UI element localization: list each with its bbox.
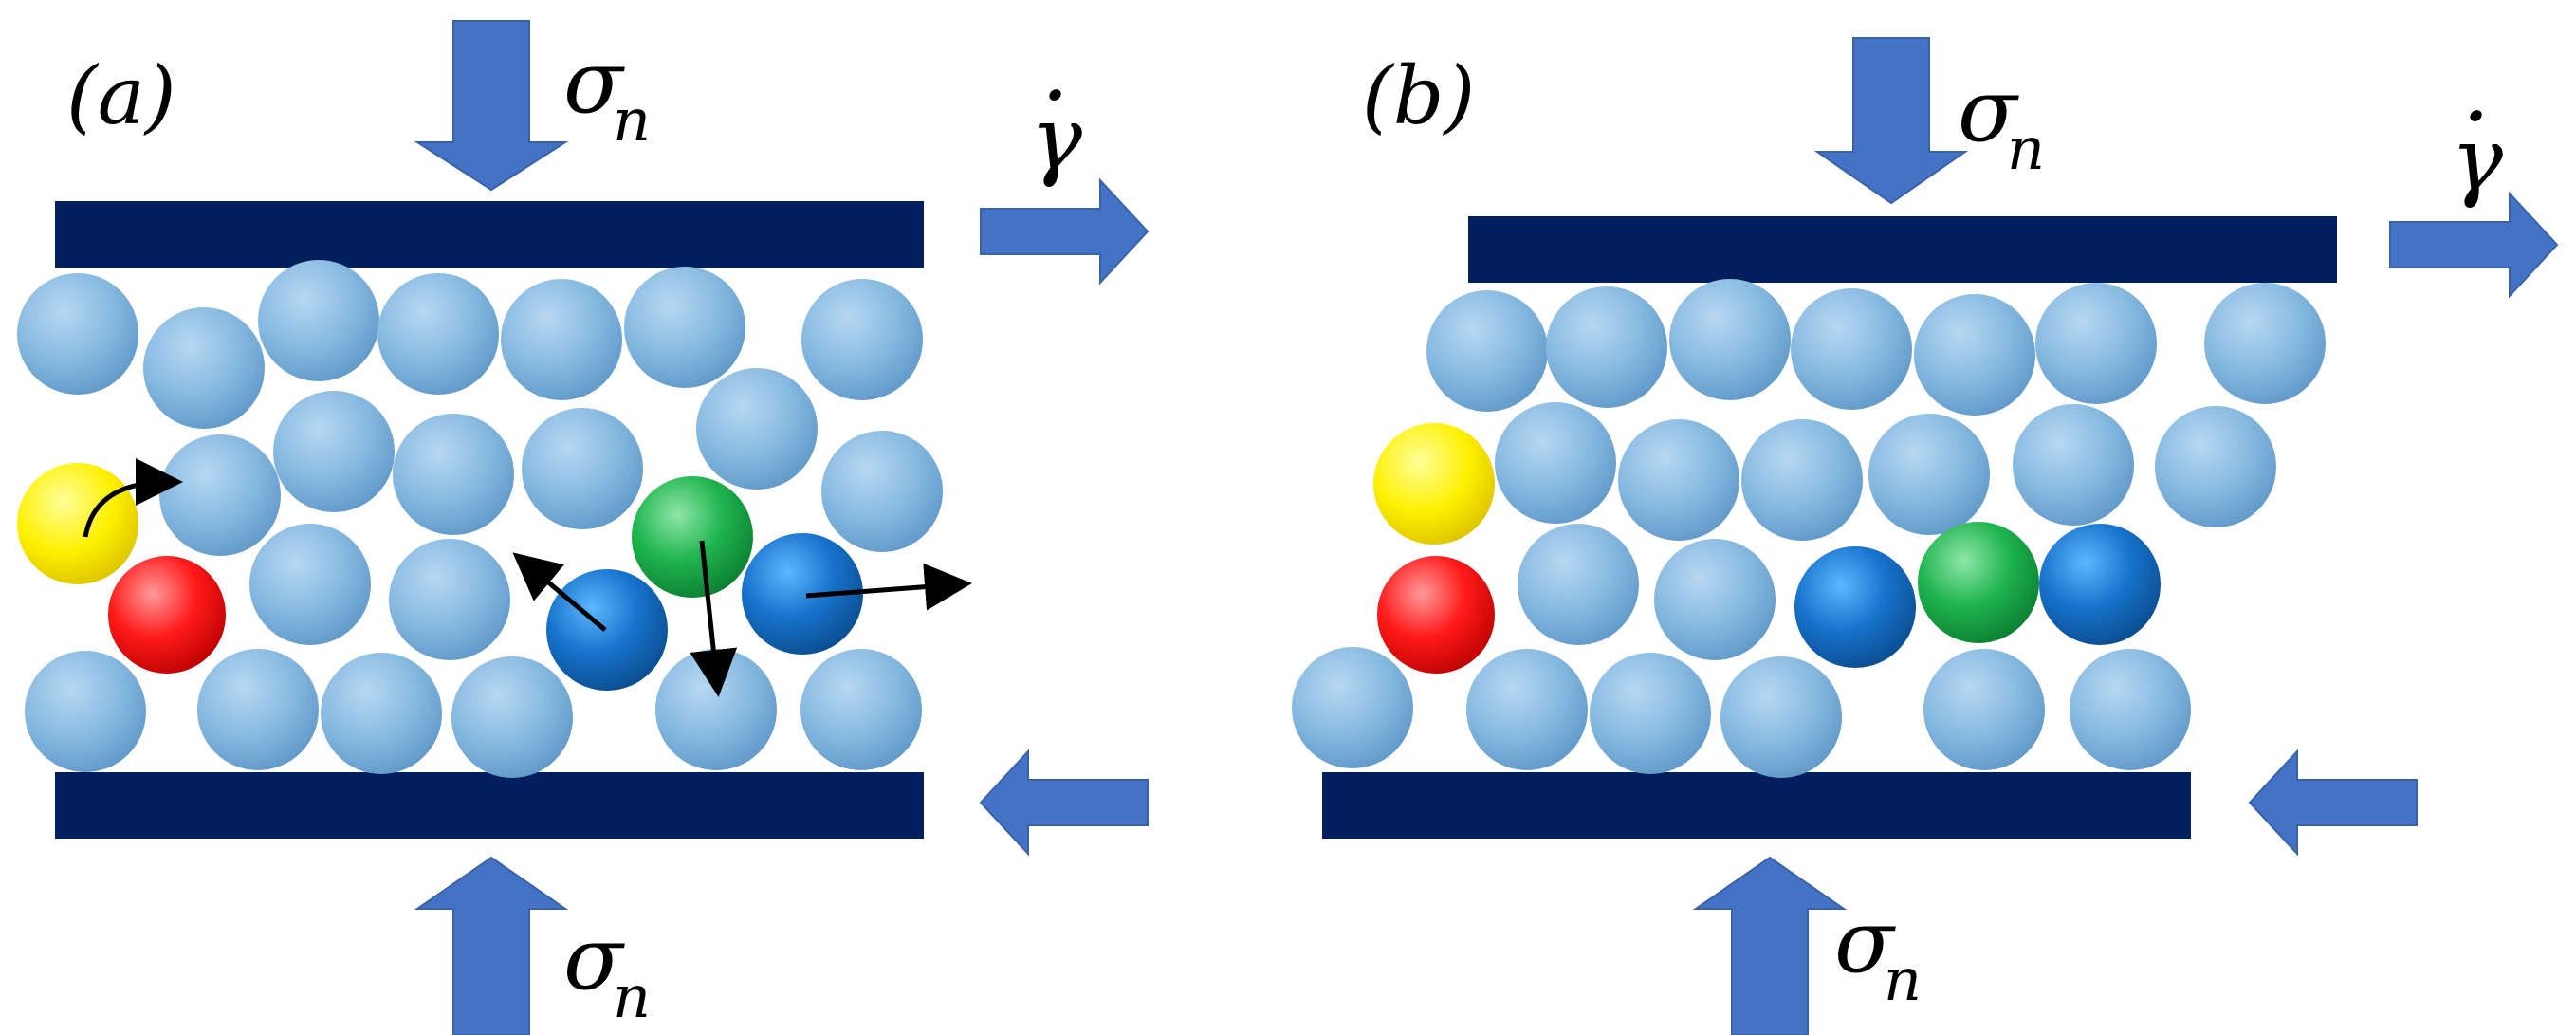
particles-light	[17, 260, 943, 778]
shear-rate-label: γ ·	[1030, 45, 1083, 190]
normal-stress-label-top: σ n	[1958, 60, 2045, 183]
particle	[1923, 649, 2045, 770]
particle	[249, 524, 371, 645]
particle-blue-left	[1794, 546, 1916, 668]
particle	[393, 414, 514, 535]
svg-text:n: n	[2007, 114, 2045, 183]
shear-arrow-bottom	[979, 749, 1149, 857]
particle-red	[108, 556, 226, 674]
normal-stress-arrow-top	[1813, 37, 1969, 205]
particle	[451, 656, 573, 778]
particle	[800, 649, 922, 770]
particle	[1426, 290, 1548, 412]
particle-blue-right	[742, 533, 863, 655]
particle	[1518, 524, 1639, 645]
particle	[389, 539, 510, 660]
normal-stress-arrow-bottom	[1692, 856, 1848, 1035]
particle	[2013, 404, 2134, 526]
normal-stress-label-top: σ n	[563, 31, 651, 155]
particle	[1914, 294, 2035, 416]
particle-green	[632, 476, 753, 598]
panel-a-label: (a)	[66, 49, 176, 142]
shear-arrow-top	[2389, 191, 2559, 299]
particles-light	[1292, 279, 2326, 778]
particle	[17, 273, 138, 395]
svg-text:γ: γ	[2451, 109, 2504, 211]
motion-arrow-blue-left	[512, 552, 607, 632]
motion-arrow-green	[690, 540, 738, 697]
particle	[197, 649, 319, 770]
particle	[25, 651, 146, 772]
particle-red	[1377, 556, 1495, 674]
svg-text:·: ·	[2462, 65, 2490, 167]
particle	[1791, 288, 1912, 410]
bottom-plate	[1322, 772, 2191, 839]
particle	[501, 279, 622, 400]
particle	[2070, 649, 2191, 770]
particle	[143, 307, 265, 429]
particle	[1669, 279, 1791, 400]
panel-b-label: (b)	[1362, 49, 1475, 142]
particle	[1546, 286, 1667, 408]
particle-yellow	[1373, 423, 1495, 545]
particle	[624, 267, 745, 388]
panel-b: (b) σ n σ n γ ·	[1292, 37, 2559, 1035]
svg-text:n: n	[1884, 945, 1922, 1014]
svg-text:σ: σ	[563, 31, 625, 133]
motion-arrow-blue-right	[805, 563, 972, 611]
particle	[522, 408, 643, 529]
particle	[1720, 656, 1842, 778]
particle	[1741, 419, 1863, 541]
particle	[655, 649, 777, 770]
particle	[821, 431, 943, 552]
particle-blue-right	[2039, 524, 2161, 645]
normal-stress-label-bottom: σ n	[1834, 891, 1922, 1014]
top-plate	[55, 201, 924, 268]
svg-text:σ: σ	[1958, 60, 2019, 161]
particle-green	[1918, 522, 2039, 643]
bottom-plate	[55, 772, 924, 839]
particle	[1868, 414, 1990, 535]
particle	[1654, 539, 1776, 660]
normal-stress-label-bottom: σ n	[563, 908, 651, 1031]
particle	[696, 368, 818, 490]
particle	[258, 260, 379, 381]
shear-arrow-top	[980, 177, 1150, 286]
particle	[273, 391, 395, 512]
particle	[2204, 283, 2326, 404]
particle	[801, 279, 923, 400]
particle	[321, 653, 442, 774]
svg-text:n: n	[613, 85, 651, 155]
motion-arrow-yellow	[83, 458, 183, 538]
particle	[377, 273, 499, 395]
particle	[1292, 647, 1413, 768]
top-plate	[1468, 216, 2337, 283]
svg-text:n: n	[613, 962, 651, 1031]
particle	[159, 434, 281, 556]
shear-arrow-bottom	[2248, 749, 2418, 857]
particle-blue-left	[546, 569, 668, 691]
particle-yellow	[17, 463, 138, 584]
particle	[2035, 283, 2157, 404]
particle	[1466, 649, 1588, 770]
particle	[1618, 419, 1739, 541]
particle	[1590, 653, 1711, 774]
svg-text:·: ·	[1041, 45, 1069, 146]
particle	[2155, 406, 2276, 527]
panel-a: (a) σ n σ n γ ·	[17, 20, 1150, 1035]
svg-text:γ: γ	[1030, 88, 1083, 190]
svg-text:σ: σ	[1834, 891, 1896, 992]
normal-stress-arrow-top	[414, 20, 569, 192]
shear-rate-label: γ ·	[2451, 65, 2504, 211]
normal-stress-arrow-bottom	[414, 856, 569, 1035]
svg-text:σ: σ	[563, 908, 625, 1009]
particle	[1495, 402, 1616, 524]
